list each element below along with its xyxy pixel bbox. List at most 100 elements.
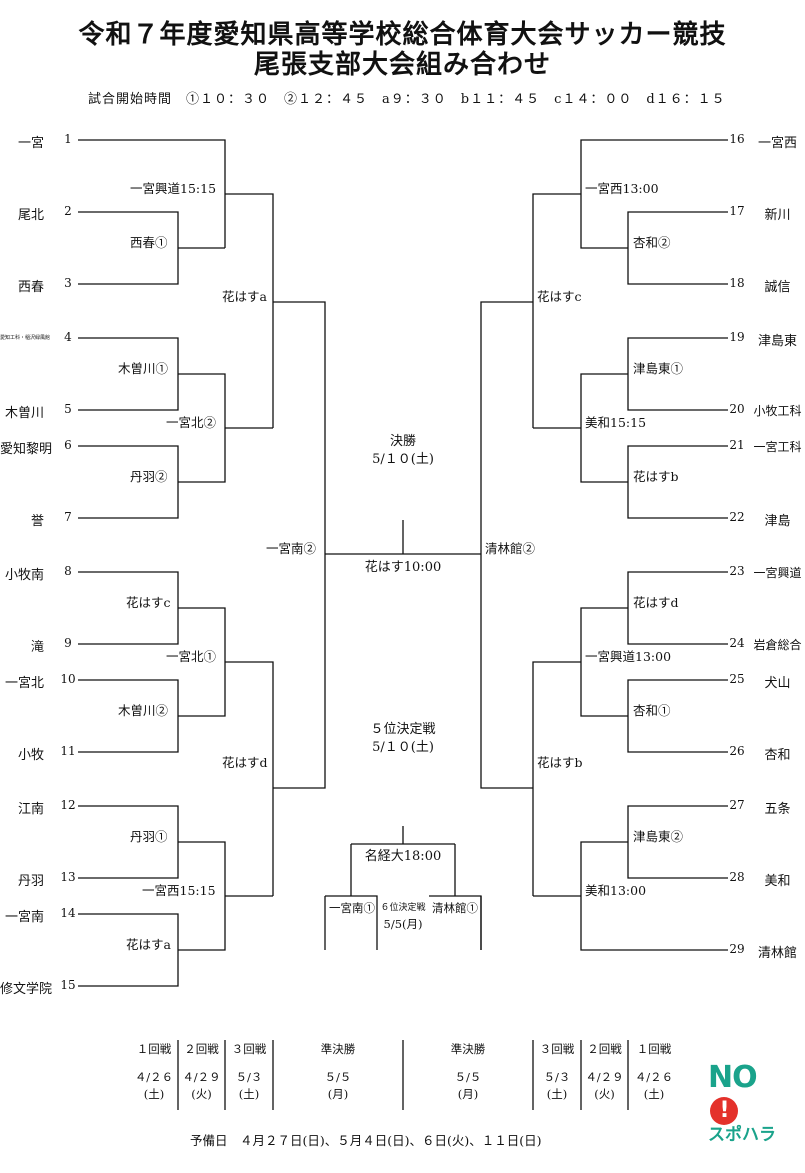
right-team-number: 17	[729, 204, 745, 218]
schedule-day: (火)	[191, 1087, 212, 1101]
right-team-number: 22	[729, 510, 745, 524]
final-date: 5/１０(土)	[372, 452, 434, 467]
right-team-name: 津島東	[757, 334, 797, 349]
schedule-date: ５/５	[324, 1070, 352, 1084]
schedule-column: 準決勝 ５/５ (月)	[403, 1040, 533, 1102]
right-team-number: 24	[729, 636, 745, 650]
left-team-number: 11	[60, 744, 76, 758]
schedule-round: ２回戦	[587, 1042, 622, 1056]
schedule-day: (月)	[457, 1087, 479, 1101]
schedule-date: ５/５	[454, 1070, 482, 1084]
left-team-number: 10	[60, 672, 76, 686]
right-team-number: 21	[729, 438, 745, 452]
right-team-number: 25	[729, 672, 745, 686]
right-team-name: 新川	[764, 208, 791, 223]
left-team-name: 誉	[30, 514, 44, 529]
left-r3-result-b: 花はすd	[222, 755, 268, 770]
left-team-name: 尾北	[17, 208, 44, 223]
right-team-name: 一宮興道	[753, 566, 802, 580]
left-r1-result-a: 西春①	[130, 235, 168, 250]
left-r1-result-g: 花はすa	[126, 937, 171, 952]
sixth-date: 5/5(月)	[383, 917, 423, 931]
sixth-label: ６位決定戦	[380, 903, 426, 913]
right-r2-result-a: 一宮西13:00	[585, 181, 659, 196]
left-r3-result-a: 花はすa	[222, 289, 267, 304]
left-team-name: 愛知黎明	[0, 442, 53, 457]
sixth-left-team: 一宮南①	[329, 901, 375, 915]
schedule-day: (火)	[594, 1087, 615, 1101]
right-r3-result-a: 花はすc	[537, 289, 582, 304]
left-team-name: 一宮	[17, 136, 44, 151]
right-r1-result-c: 花はすb	[633, 469, 679, 484]
left-team-name: 丹羽	[17, 874, 44, 889]
reserve-days: 予備日 ４月２７日(日)、５月４日(日)、６日(火)、１１日(日)	[190, 1133, 542, 1148]
right-team-name: 犬山	[764, 676, 791, 691]
fifth-venue: 名経大18:00	[364, 849, 442, 864]
start-times: 試合開始時間 ①１０：３０ ②１２：４５ a９：３０ b１１：４５ c１４：００…	[88, 92, 726, 107]
left-team-number: 4	[64, 330, 72, 344]
left-r1-result-b: 木曽川①	[118, 361, 169, 376]
schedule-date: ４/２９	[585, 1070, 624, 1084]
fifth-label: ５位決定戦	[370, 722, 436, 737]
left-team-name: 江南	[17, 802, 44, 817]
left-team-number: 1	[64, 132, 72, 146]
left-r1-result-f: 丹羽①	[130, 829, 168, 844]
schedule-day: (土)	[143, 1087, 165, 1101]
right-r1-result-f: 津島東②	[633, 829, 684, 844]
schedule-day: (土)	[643, 1087, 665, 1101]
schedule-day: (月)	[327, 1087, 349, 1101]
right-team-number: 26	[729, 744, 745, 758]
schedule-round: ３回戦	[231, 1042, 267, 1056]
left-team-name: 木曽川	[4, 406, 44, 421]
schedule-round: ３回戦	[539, 1042, 575, 1056]
right-team-number: 28	[729, 870, 745, 884]
right-r1-result-a: 杏和②	[633, 235, 671, 250]
left-r2-result-a: 一宮興道15:15	[130, 181, 217, 196]
left-r2-result-d: 一宮西15:15	[142, 883, 216, 898]
right-team-name: 一宮西	[757, 136, 797, 151]
schedule-round: １回戦	[136, 1042, 172, 1056]
left-team-name: 一宮南	[4, 910, 44, 925]
right-team-number: 18	[729, 276, 745, 290]
right-r2-result-d: 美和13:00	[585, 883, 647, 898]
left-team-number: 13	[60, 870, 76, 884]
right-team-number: 16	[729, 132, 745, 146]
left-team-name: 愛知工科・稲沢緑風館	[0, 335, 51, 341]
title-line2: 尾張支部大会組み合わせ	[253, 50, 551, 80]
schedule-date: ５/３	[543, 1070, 571, 1084]
right-team-name: 岩倉総合	[753, 638, 802, 652]
right-team-number: 20	[729, 402, 745, 416]
schedule-round: １回戦	[636, 1042, 672, 1056]
right-r2-result-b: 美和15:15	[585, 415, 647, 430]
schedule-date: ４/２６	[634, 1070, 674, 1084]
right-team-name: 小牧工科	[753, 404, 802, 418]
right-team-name: 杏和	[764, 748, 791, 763]
left-r1-result-c: 丹羽②	[130, 469, 168, 484]
right-team-name: 津島	[764, 514, 791, 529]
left-team-number: 7	[64, 510, 72, 524]
left-team-name: 小牧南	[4, 568, 44, 583]
final-label: 決勝	[389, 434, 416, 449]
right-r3-result-b: 花はすb	[537, 755, 583, 770]
schedule-column: １回戦 ４/２６ (土)	[628, 1040, 680, 1102]
schedule-round: 準決勝	[450, 1042, 486, 1056]
fifth-date: 5/１０(土)	[372, 740, 434, 755]
right-r1-result-d: 花はすd	[633, 595, 679, 610]
right-team-name: 五条	[764, 802, 791, 817]
schedule-column: １回戦 ４/２６ (土)	[130, 1040, 178, 1102]
schedule-date: ４/２６	[134, 1070, 174, 1084]
schedule-column: ２回戦 ４/２９ (火)	[581, 1040, 628, 1102]
right-r1-result-b: 津島東①	[633, 361, 684, 376]
right-r1-result-e: 杏和①	[633, 703, 671, 718]
left-team-number: 9	[64, 636, 72, 650]
right-team-number: 23	[729, 564, 745, 578]
left-team-number: 12	[60, 798, 76, 812]
left-team-name: 修文学院	[0, 982, 53, 997]
sixth-right-team: 清林館①	[432, 901, 478, 915]
left-team-number: 5	[64, 402, 72, 416]
left-team-number: 15	[60, 978, 76, 992]
